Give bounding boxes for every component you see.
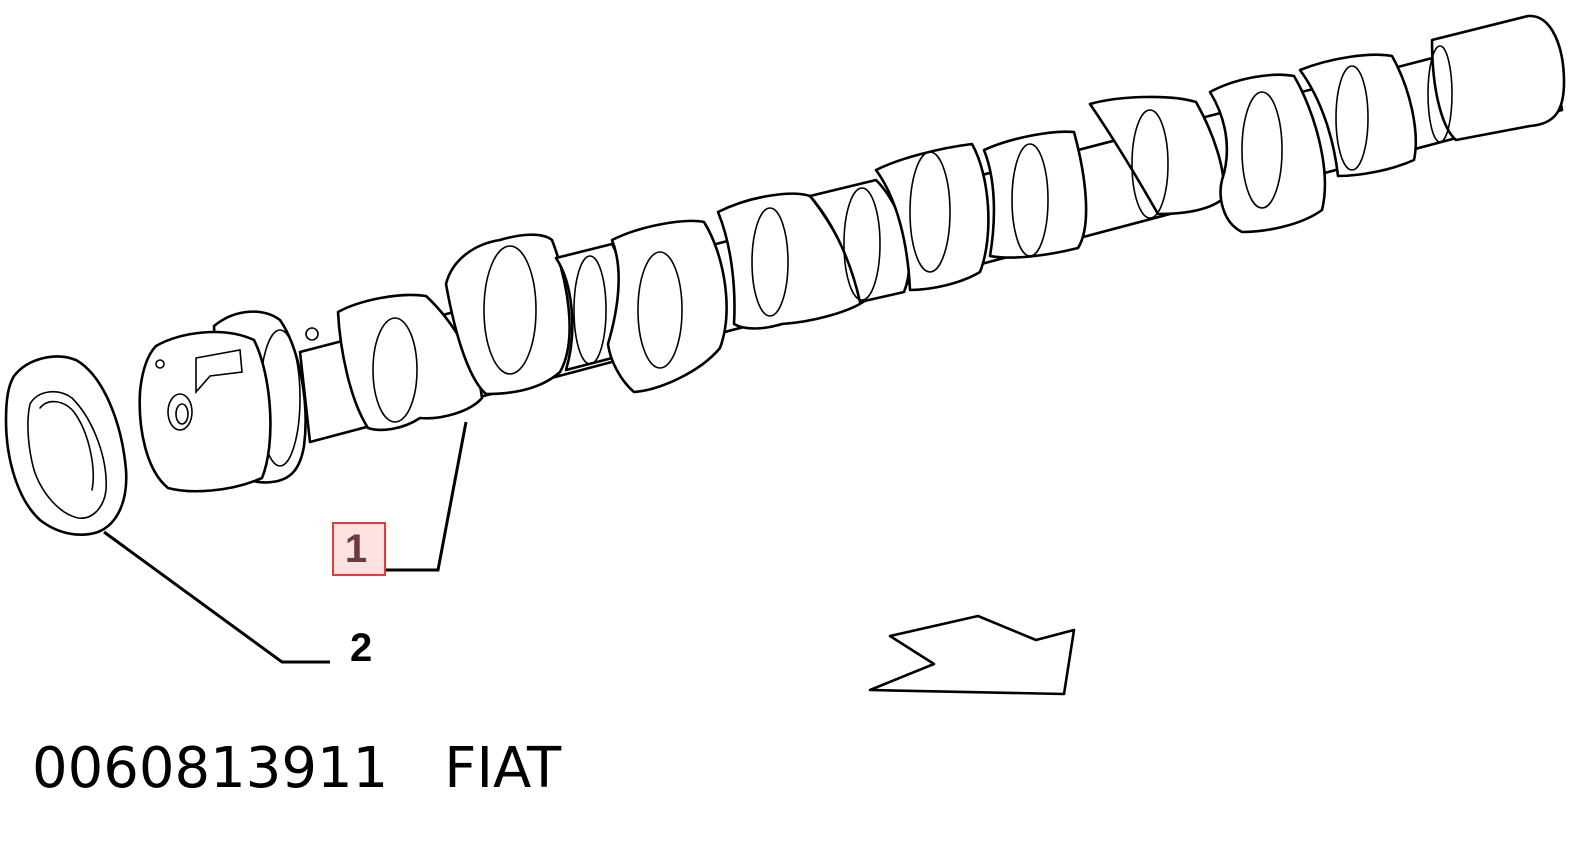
camshaft <box>138 14 1566 493</box>
cam-lobe <box>982 130 1088 259</box>
cam-lobe <box>716 192 868 330</box>
brand-name: FIAT <box>444 736 562 801</box>
cam-lobe <box>874 142 990 292</box>
cam-lobe <box>336 293 484 432</box>
camshaft-nose <box>138 327 319 493</box>
callout-label-seal[interactable]: 2 <box>350 626 373 670</box>
callout-label-camshaft[interactable]: 1 <box>332 522 386 576</box>
leader-line-2 <box>103 530 330 664</box>
cam-lobe <box>444 233 571 396</box>
cam-lobe <box>1208 73 1327 234</box>
oil-seal <box>4 355 128 536</box>
arrow-right-icon <box>868 614 1076 696</box>
part-number: 0060813911 <box>32 736 389 801</box>
cam-lobe <box>606 219 728 394</box>
leader-line-1 <box>386 421 468 572</box>
cam-lobe <box>1298 53 1418 178</box>
part-caption: 0060813911 FIAT <box>32 736 561 802</box>
